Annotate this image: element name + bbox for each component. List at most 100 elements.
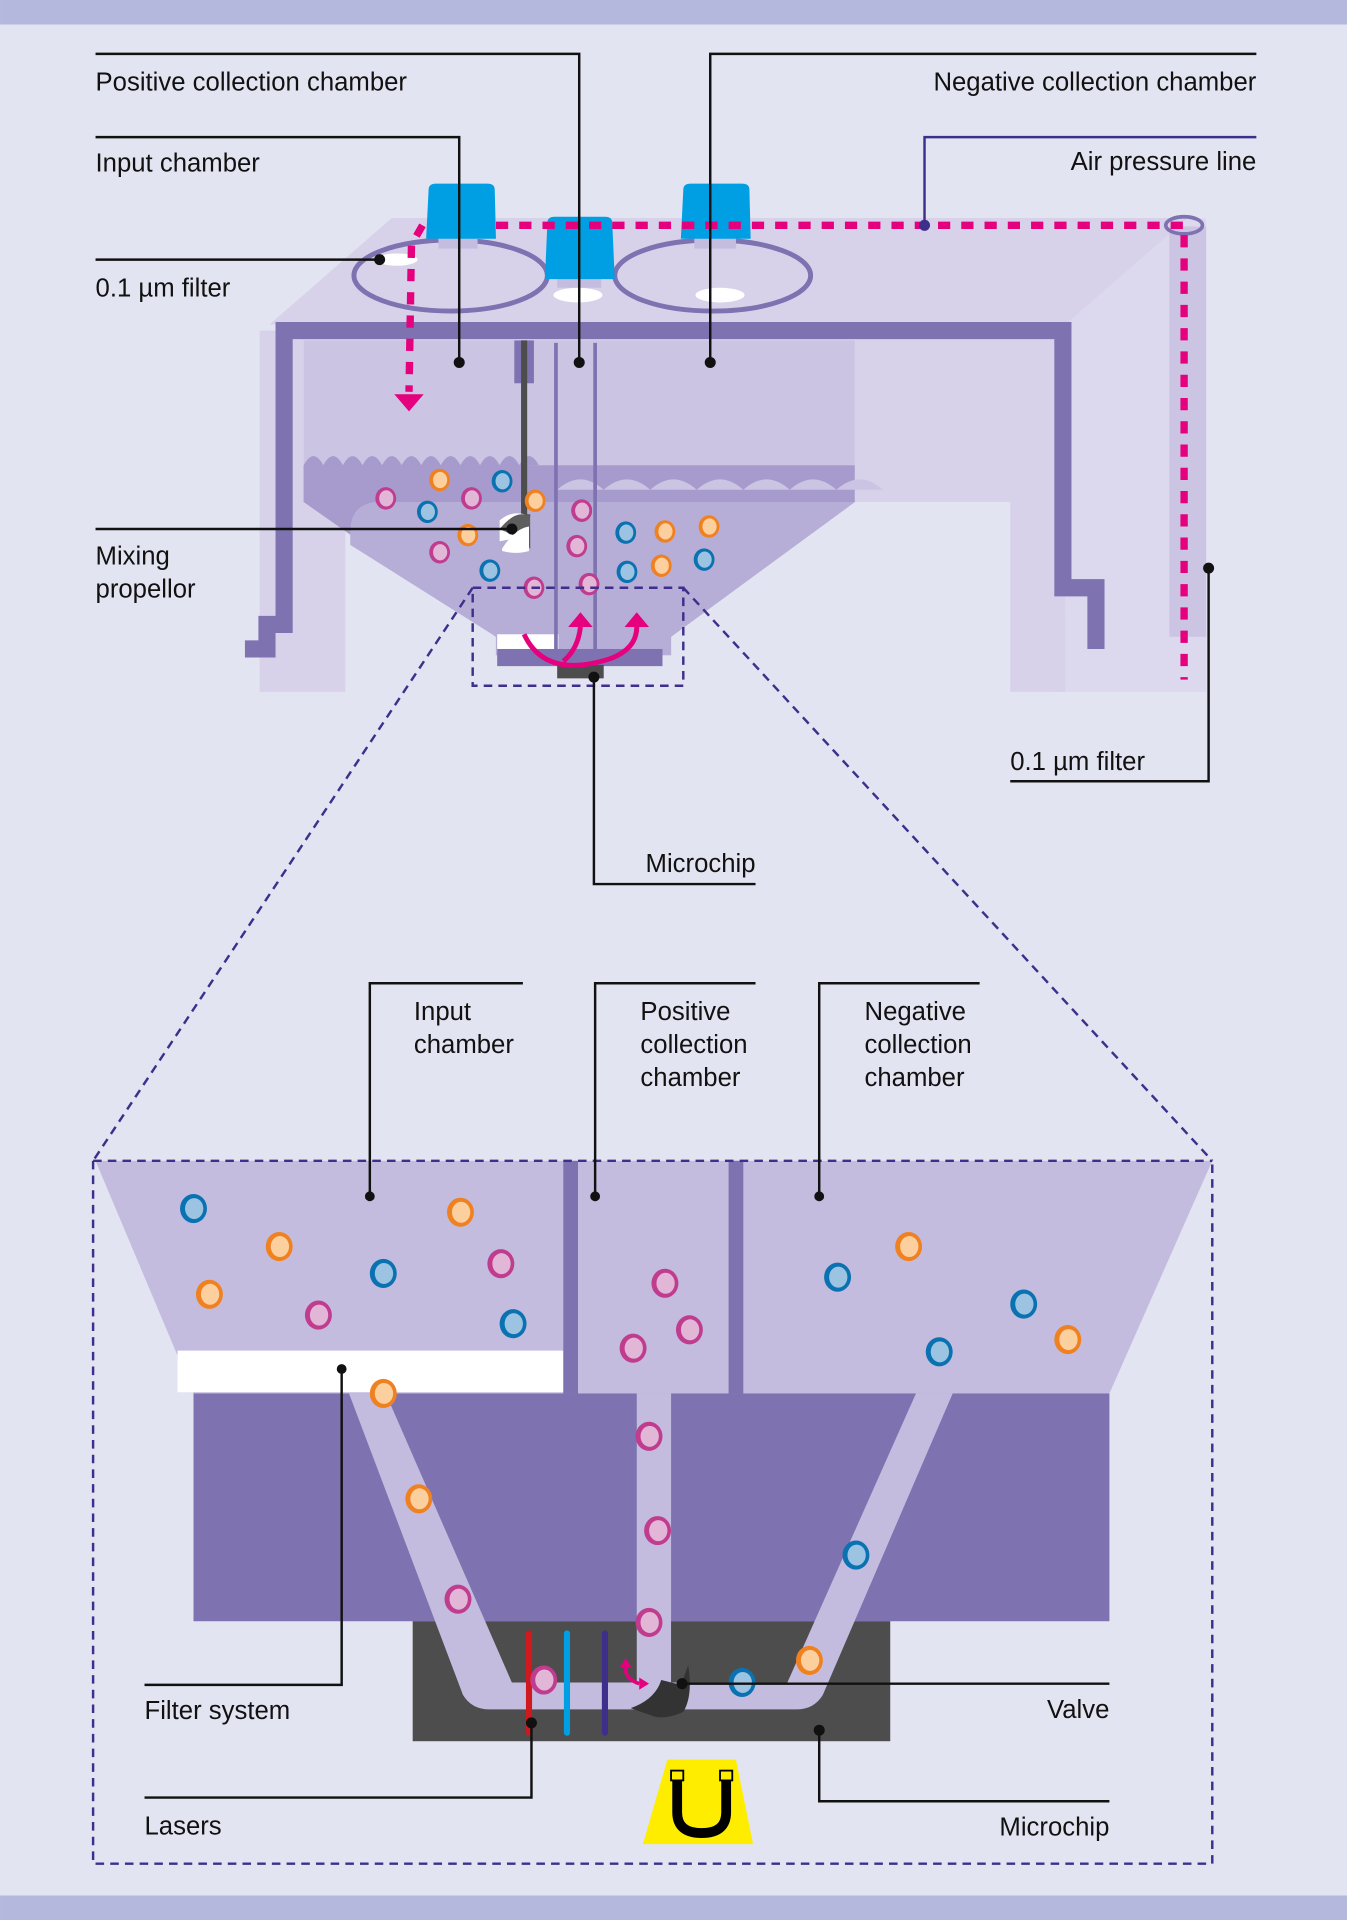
label-air-pressure-line: Air pressure line [1071,148,1257,176]
label-valve: Valve [1047,1696,1109,1724]
air-pressure-line [394,221,1188,680]
leader-detail-microchip [817,1730,1110,1803]
cell-magenta-core [464,490,480,507]
cell-magenta-core [680,1319,700,1341]
cell-blue-core [495,473,510,490]
label-mixing: Mixing [96,542,170,570]
label-filter-left: 0.1 µm filter [96,274,231,302]
label-detail-input-2: chamber [414,1031,514,1059]
cell-orange-core [658,523,673,540]
cell-magenta-core [309,1304,329,1326]
cell-magenta-core [535,1669,554,1691]
leader-detail-positive [593,982,756,1197]
leader-dot [336,1364,347,1374]
cell-orange-core [433,471,448,489]
leader-dot [588,671,600,683]
cell-orange-core [374,1382,394,1404]
flow-arrow-up [561,626,583,664]
label-lasers: Lasers [145,1812,222,1840]
housing-right-side [1053,217,1207,692]
label-detail-input-1: Input [414,998,471,1026]
label-detail-negative-1: Negative [865,998,966,1026]
top-band [0,0,1347,25]
label-detail-positive-3: chamber [640,1064,740,1092]
cell-blue-core [1015,1293,1034,1315]
magnet-icon [642,1759,754,1845]
cell-blue-core [504,1313,523,1335]
filter-opening-left [375,253,418,266]
label-detail-positive-2: collection [640,1031,747,1059]
cell-blue-core [185,1198,204,1220]
magnify-box [471,586,685,687]
cell-blue-core [619,524,634,541]
cell-blue-core [829,1266,848,1288]
label-propellor: propellor [96,576,196,604]
magnify-line-left [92,587,474,1162]
leader-detail-negative [817,982,980,1197]
detail-divider-1 [563,1160,578,1394]
label-negative-collection-chamber: Negative collection chamber [933,69,1256,97]
magnet-pole-right [719,1769,734,1782]
leader-lasers [144,1722,533,1799]
leader-filter-right [1010,568,1210,783]
leader-negative [709,52,1257,363]
cell-blue-core [847,1544,866,1566]
leader-dot [1203,562,1215,574]
cell-blue-core [374,1262,394,1284]
cell-orange-core [270,1236,290,1258]
leader-dot [374,254,386,266]
detail-channels [349,1393,953,1710]
leader-microchip [592,677,756,886]
cell-magenta-core [492,1253,511,1275]
cell-magenta-core [640,1425,659,1447]
cell-magenta-core [575,502,590,519]
leader-dot [676,1678,688,1690]
cell-blue-core [930,1341,950,1363]
cell-orange-core [410,1488,429,1510]
leader-dot [364,1191,375,1202]
label-detail-negative-2: collection [865,1031,972,1059]
leader-dot [704,356,716,368]
cap-negative-icon [680,183,751,239]
label-positive-collection-chamber: Positive collection chamber [96,69,408,97]
cell-magenta-core [624,1337,643,1359]
leader-input [95,135,461,363]
leader-dot [590,1191,601,1202]
flow-arrow-right [521,626,640,668]
label-detail-positive-1: Positive [640,998,730,1026]
propellor-blade-white-2 [502,526,530,553]
cell-orange-core [900,1236,919,1258]
cell-orange-core [200,1283,220,1305]
flow-arrowhead-up [568,612,593,627]
valve-arrowhead-right [639,1677,650,1690]
cell-blue-core [420,503,435,520]
cell-magenta-core [449,1588,468,1610]
leader-dot [814,1191,825,1202]
cell-orange-core [461,526,476,544]
cell-magenta-core [433,544,448,561]
cap-input-icon [426,183,496,239]
detail-leaders [144,982,1110,1803]
magnet-u [672,1776,732,1838]
leader-positive [95,52,581,363]
bottom-band [0,1895,1347,1920]
cell-magenta-core [649,1520,668,1542]
magnet-pole-left [670,1769,685,1782]
collection-liquid-surface [557,479,883,490]
cell-orange-core [654,557,669,574]
cell-magenta-core [570,538,585,555]
cell-magenta-core [379,490,394,507]
cell-orange-core [800,1649,820,1671]
label-filter-system: Filter system [145,1697,291,1725]
valve-arrowhead-up [619,1657,632,1668]
leader-dot [919,219,931,231]
detail-cells [180,1194,1082,1697]
chamber-interior [303,340,883,679]
cell-orange-core [1059,1329,1078,1351]
leader-dot [525,1717,537,1729]
detail-divider-2 [728,1160,744,1394]
housing-wall [244,322,1105,658]
air-line-port [1163,214,1205,236]
flow-arrowhead-right [624,612,650,627]
